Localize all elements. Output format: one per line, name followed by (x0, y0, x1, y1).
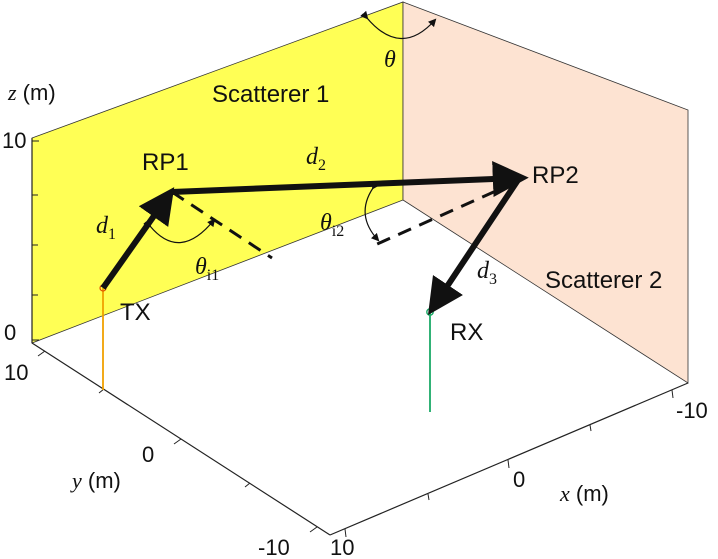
y-axis-label: y (m) (70, 468, 121, 493)
z-tick-10: 10 (2, 128, 26, 153)
tx-label: TX (120, 299, 151, 326)
d2-label: d2 (306, 144, 326, 174)
tick-marks (32, 140, 674, 538)
theta-arc (360, 10, 437, 40)
theta-label: θ (384, 47, 396, 73)
theta-i1-label: θi1 (195, 254, 219, 284)
x-tick-10: 10 (330, 535, 354, 559)
scatterer-2-plane (402, 1, 689, 384)
rp1-label: RP1 (142, 149, 189, 176)
dashed-normal-1 (171, 190, 273, 260)
x-axis-label: x (m) (559, 481, 609, 506)
scatterer-1-plane (31, 1, 404, 344)
scatterer-2-label: Scatterer 2 (545, 267, 662, 294)
z-tick-0: 0 (4, 320, 16, 345)
y-tick-neg10: -10 (258, 535, 290, 559)
rp2-label: RP2 (532, 162, 579, 189)
rx-label: RX (450, 319, 483, 346)
theta-i2-label: θi2 (320, 210, 344, 240)
z-axis-label: z (m) (7, 80, 56, 105)
theta-i1-arc (143, 218, 216, 244)
x-tick-0: 0 (513, 467, 525, 492)
theta-i2-arc (364, 180, 380, 242)
y-tick-10: 10 (4, 360, 28, 385)
scatterer-1-label: Scatterer 1 (212, 81, 329, 108)
arrow-d3 (428, 178, 521, 315)
y-tick-0: 0 (142, 442, 154, 467)
arrow-d2 (171, 161, 529, 198)
d3-label: d3 (477, 258, 497, 288)
arrow-d1 (100, 187, 175, 290)
x-tick-neg10: -10 (676, 398, 708, 423)
d1-label: d1 (96, 213, 116, 243)
